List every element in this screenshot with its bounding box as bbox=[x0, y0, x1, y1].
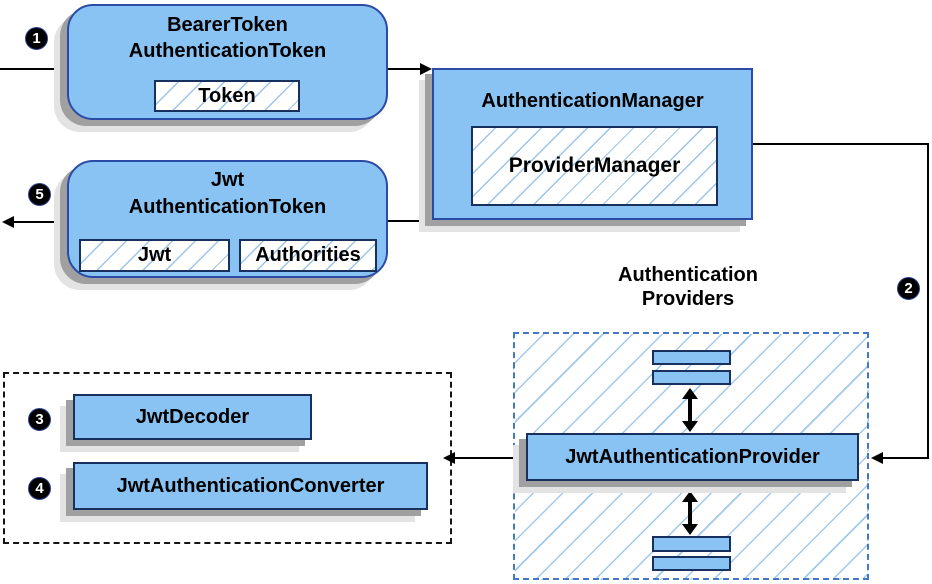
provider-slot-bar bbox=[652, 556, 731, 571]
jwt-token-title-line1: Jwt bbox=[210, 169, 245, 191]
authentication-providers-label-line2: Providers bbox=[641, 288, 735, 310]
bearer-token-title-line2: AuthenticationToken bbox=[128, 40, 327, 62]
incoming-request-line bbox=[0, 68, 67, 70]
manager-to-provider-line-bottom bbox=[883, 457, 929, 459]
provider-manager-field: ProviderManager bbox=[471, 126, 718, 206]
bearer-token-authentication-token-node: BearerToken AuthenticationToken Token bbox=[67, 4, 388, 120]
provider-list-lower-link-arrow-icon bbox=[682, 491, 698, 535]
jwt-field: Jwt bbox=[79, 239, 230, 272]
manager-to-jwt-token-line bbox=[388, 220, 432, 222]
outgoing-response-arrowhead-icon bbox=[2, 216, 14, 228]
bearer-to-manager-line bbox=[388, 68, 420, 70]
authentication-manager-title: AuthenticationManager bbox=[481, 90, 704, 112]
arrow-up-icon bbox=[682, 491, 698, 502]
token-field: Token bbox=[154, 80, 300, 112]
arrow-shaft bbox=[688, 397, 692, 423]
authentication-manager-node: AuthenticationManager ProviderManager bbox=[432, 68, 753, 220]
step-3-number: 3 bbox=[35, 411, 44, 428]
step-4-number: 4 bbox=[35, 480, 44, 497]
jwt-token-title-line2: AuthenticationToken bbox=[128, 196, 327, 218]
step-1-number: 1 bbox=[32, 30, 41, 47]
step-4-badge: 4 bbox=[28, 477, 51, 500]
provider-slot-bar bbox=[652, 536, 731, 552]
provider-to-decoder-line bbox=[455, 457, 526, 459]
provider-slot-bar bbox=[652, 370, 731, 385]
jwt-authentication-token-node: Jwt AuthenticationToken Jwt Authorities bbox=[67, 160, 388, 278]
arrow-up-icon bbox=[682, 388, 698, 399]
provider-to-decoder-arrowhead-icon bbox=[443, 452, 455, 464]
bearer-token-title-line1: BearerToken bbox=[167, 14, 288, 36]
jwt-decoder-title: JwtDecoder bbox=[135, 405, 250, 428]
jwt-authentication-provider-title: JwtAuthenticationProvider bbox=[565, 445, 820, 468]
manager-to-provider-line-right bbox=[927, 143, 929, 459]
jwt-authentication-converter-node: JwtAuthenticationConverter bbox=[73, 462, 428, 510]
provider-slot-bar bbox=[652, 350, 731, 365]
jwt-token-node-title: Jwt AuthenticationToken bbox=[69, 162, 386, 221]
manager-to-provider-arrowhead-icon bbox=[871, 452, 883, 464]
authentication-providers-label: Authentication Providers bbox=[575, 263, 801, 311]
token-field-label: Token bbox=[198, 84, 256, 107]
jwt-field-label: Jwt bbox=[137, 244, 172, 266]
arrow-down-icon bbox=[682, 421, 698, 432]
step-2-badge: 2 bbox=[897, 277, 920, 300]
step-5-number: 5 bbox=[35, 186, 44, 203]
manager-to-provider-line-top bbox=[753, 143, 929, 145]
jwt-authentication-provider-node: JwtAuthenticationProvider bbox=[526, 433, 859, 481]
authorities-field: Authorities bbox=[239, 239, 377, 272]
outgoing-response-line bbox=[14, 221, 67, 223]
step-1-badge: 1 bbox=[25, 27, 48, 50]
step-2-number: 2 bbox=[904, 280, 913, 297]
bearer-to-manager-arrowhead-icon bbox=[420, 63, 432, 75]
bearer-token-node-title: BearerToken AuthenticationToken bbox=[69, 6, 386, 64]
arrow-down-icon bbox=[682, 524, 698, 535]
step-3-badge: 3 bbox=[28, 408, 51, 431]
jwt-authentication-converter-title: JwtAuthenticationConverter bbox=[116, 474, 385, 497]
provider-manager-label: ProviderManager bbox=[508, 154, 681, 177]
arrow-shaft bbox=[688, 500, 692, 526]
authentication-providers-label-line1: Authentication bbox=[618, 264, 758, 286]
provider-list-upper-link-arrow-icon bbox=[682, 388, 698, 432]
jwt-decoder-node: JwtDecoder bbox=[73, 394, 312, 440]
authorities-field-label: Authorities bbox=[255, 244, 361, 266]
step-5-badge: 5 bbox=[28, 183, 51, 206]
